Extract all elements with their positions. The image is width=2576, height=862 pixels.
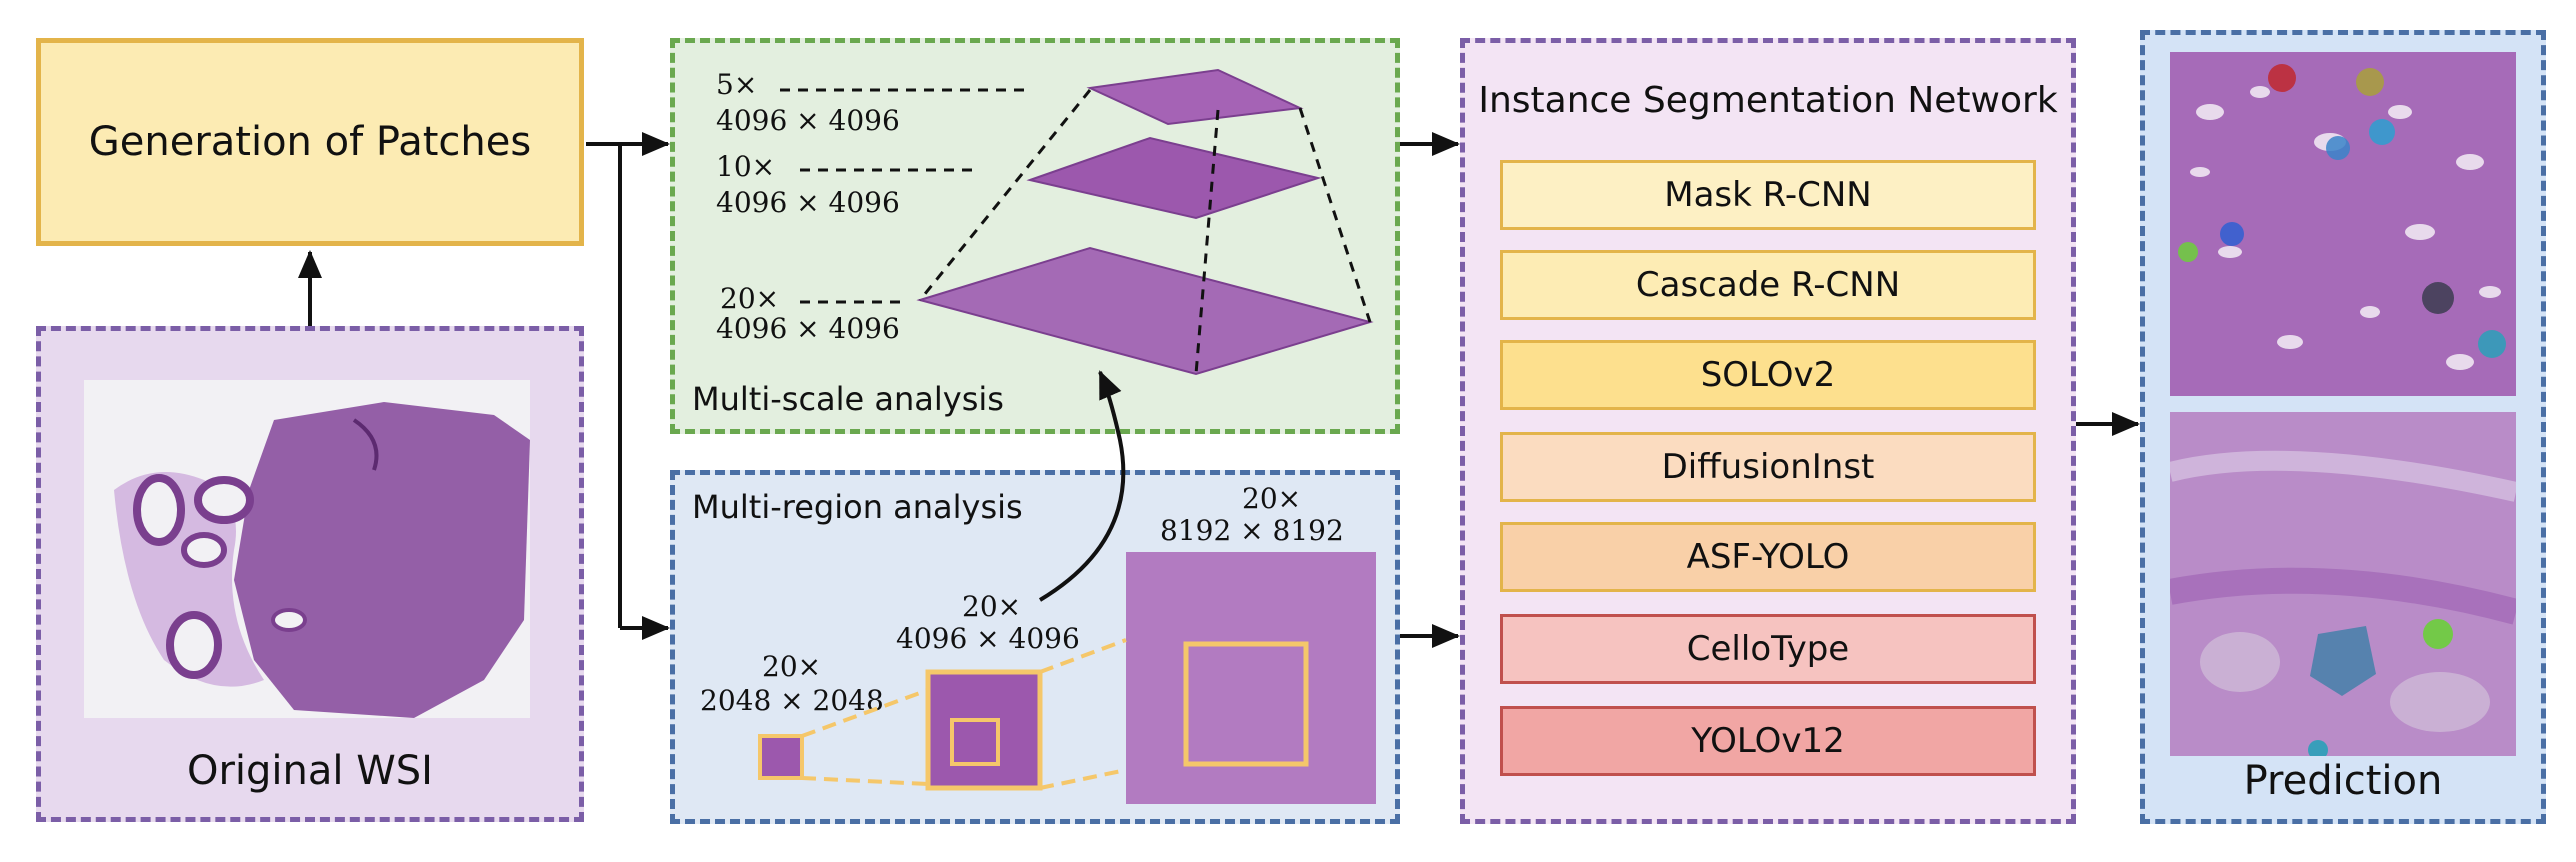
model-mask-rcnn: Mask R-CNN (1500, 160, 2036, 230)
pyramid-edge-mid (1194, 109, 1220, 375)
region-8192-size: 8192 × 8192 (1160, 514, 1344, 547)
region-4096-size: 4096 × 4096 (896, 622, 1080, 655)
arrow-patches-split (586, 142, 622, 628)
pyramid-layer-20x (916, 246, 1374, 376)
model-asf-yolo: ASF-YOLO (1500, 522, 2036, 592)
region-2048-mag: 20× (762, 650, 822, 683)
model-cascade-rcnn: Cascade R-CNN (1500, 250, 2036, 320)
model-cellotype: CelloType (1500, 614, 2036, 684)
region-8192-mag: 20× (1242, 482, 1302, 515)
region-large-inner (1183, 641, 1309, 767)
scale-5x-size: 4096 × 4096 (716, 104, 900, 137)
pyramid-edge-left (918, 89, 1092, 301)
scale-20x-size: 4096 × 4096 (716, 312, 900, 345)
region-small-patch (758, 734, 804, 780)
pyramid-layer-10x (1026, 136, 1322, 220)
region-4096-mag: 20× (962, 590, 1022, 623)
pyramid-layer-5x (1086, 68, 1304, 126)
multi-scale-title: Multi-scale analysis (692, 380, 1004, 418)
zoom-line-medium-top (1039, 638, 1127, 674)
scale-20x-mag: 20× (720, 282, 780, 315)
wsi-image (84, 380, 530, 718)
zoom-line-medium-bottom (1039, 768, 1127, 790)
pyramid-edge-right (1298, 107, 1372, 323)
zoom-line-small-top (801, 688, 929, 738)
model-diffusioninst: DiffusionInst (1500, 432, 2036, 502)
original-wsi-label: Original WSI (187, 748, 433, 794)
network-title: Instance Segmentation Network (1478, 80, 2058, 121)
prediction-image-bottom (2170, 412, 2516, 756)
arrow-region-to-pyramid (1038, 370, 1126, 602)
zoom-line-small-bottom (801, 776, 929, 786)
region-2048-size: 2048 × 2048 (700, 684, 884, 717)
patches-box: Generation of Patches (36, 38, 584, 246)
multi-region-title: Multi-region analysis (692, 488, 1023, 526)
scale-10x-size: 4096 × 4096 (716, 186, 900, 219)
scale-10x-mag: 10× (716, 150, 776, 183)
model-yolov12: YOLOv12 (1500, 706, 2036, 776)
scale-5x-mag: 5× (716, 68, 758, 101)
region-medium-patch (925, 669, 1043, 791)
prediction-image-top (2170, 52, 2516, 396)
prediction-label: Prediction (2243, 758, 2443, 804)
model-solov2: SOLOv2 (1500, 340, 2036, 410)
patches-title: Generation of Patches (88, 119, 532, 165)
region-medium-inner (950, 718, 1000, 766)
